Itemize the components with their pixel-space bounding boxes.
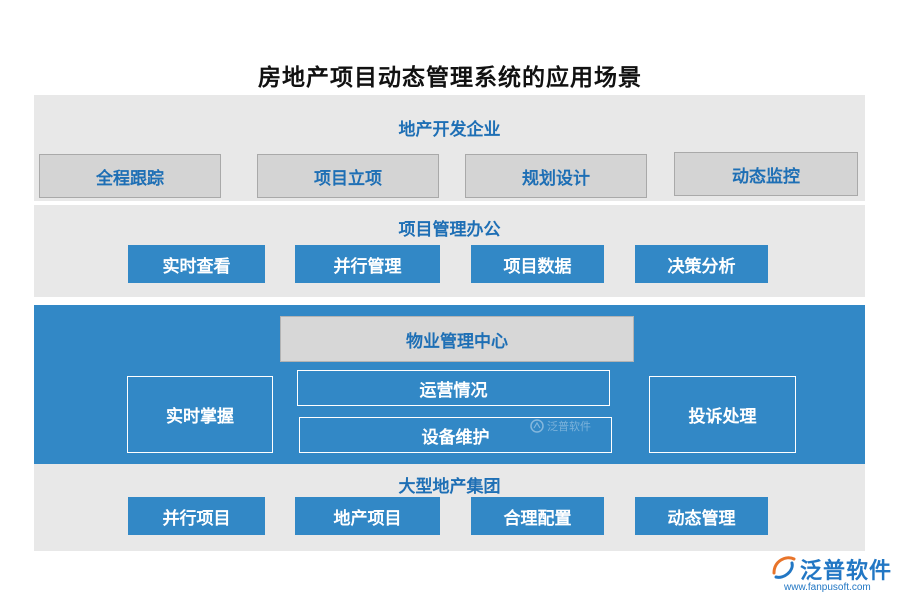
brand-logo: 泛普软件 www.fanpusoft.com [770, 553, 895, 597]
page-title: 房地产项目动态管理系统的应用场景 [258, 65, 642, 91]
office-item-parallel-management: 并行管理 [295, 245, 440, 283]
property-item-equipment-maintenance: 设备维护 [299, 417, 612, 453]
group-item-dynamic-management: 动态管理 [635, 497, 768, 535]
developer-panel: 地产开发企业 全程跟踪 项目立项 规划设计 动态监控 [34, 95, 865, 201]
group-label: 大型地产集团 [398, 477, 501, 497]
office-item-realtime-view: 实时查看 [128, 245, 265, 283]
property-center-panel: 物业管理中心 实时掌握 运营情况 设备维护 投诉处理 [34, 305, 865, 464]
property-item-operations: 运营情况 [297, 370, 610, 406]
watermark-text: 泛普软件 [547, 420, 591, 433]
watermark-logo-icon [530, 419, 544, 433]
group-panel: 大型地产集团 并行项目 地产项目 合理配置 动态管理 [34, 464, 865, 551]
property-center-label: 物业管理中心 [280, 316, 634, 362]
project-office-label: 项目管理办公 [398, 220, 501, 240]
developer-item-planning: 规划设计 [465, 154, 647, 198]
group-item-parallel-projects: 并行项目 [128, 497, 265, 535]
developer-item-monitoring: 动态监控 [674, 152, 858, 196]
property-item-realtime-grasp: 实时掌握 [127, 376, 273, 453]
group-item-real-estate-projects: 地产项目 [295, 497, 440, 535]
group-item-rational-allocation: 合理配置 [471, 497, 604, 535]
office-item-decision-analysis: 决策分析 [635, 245, 768, 283]
logo-url: www.fanpusoft.com [784, 582, 871, 593]
project-office-panel: 项目管理办公 实时查看 并行管理 项目数据 决策分析 [34, 205, 865, 297]
fanpu-logo-icon [772, 556, 796, 579]
developer-item-tracking: 全程跟踪 [39, 154, 221, 198]
developer-label: 地产开发企业 [398, 120, 501, 140]
property-item-complaint-handling: 投诉处理 [649, 376, 796, 453]
office-item-project-data: 项目数据 [471, 245, 604, 283]
watermark: 泛普软件 [530, 418, 591, 434]
logo-name: 泛普软件 [800, 559, 893, 584]
developer-item-initiation: 项目立项 [257, 154, 439, 198]
